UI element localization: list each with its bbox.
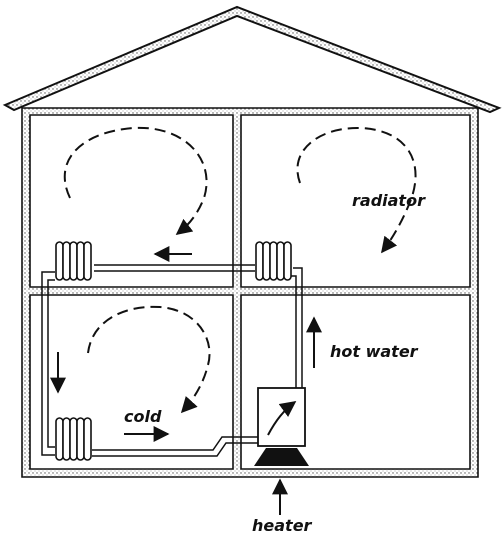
- radiator-upper-right: [255, 241, 292, 281]
- label-hot-water: hot water: [330, 342, 419, 361]
- circulation-arrow-icon: [296, 126, 417, 254]
- air-circulation-arrows: [63, 126, 417, 414]
- label-radiator: radiator: [352, 191, 426, 210]
- radiator-upper-left: [55, 241, 92, 281]
- label-cold: cold: [124, 407, 162, 426]
- circulation-arrow-icon: [87, 305, 211, 414]
- roof: [2, 5, 502, 114]
- house-walls: [21, 107, 479, 478]
- circulation-arrow-icon: [63, 126, 208, 235]
- boiler-tank: [257, 387, 306, 447]
- radiator-icon: [55, 241, 92, 281]
- radiator-lower-left: [55, 417, 92, 461]
- radiator-icon: [255, 241, 292, 281]
- radiator-icon: [55, 417, 92, 461]
- label-heater: heater: [252, 516, 313, 535]
- flow-arrows: [50, 246, 322, 515]
- heater-icon: [254, 448, 309, 466]
- boiler-flow-arrow: [267, 401, 297, 436]
- water-pipes: [41, 264, 303, 457]
- heater-unit: [254, 387, 309, 466]
